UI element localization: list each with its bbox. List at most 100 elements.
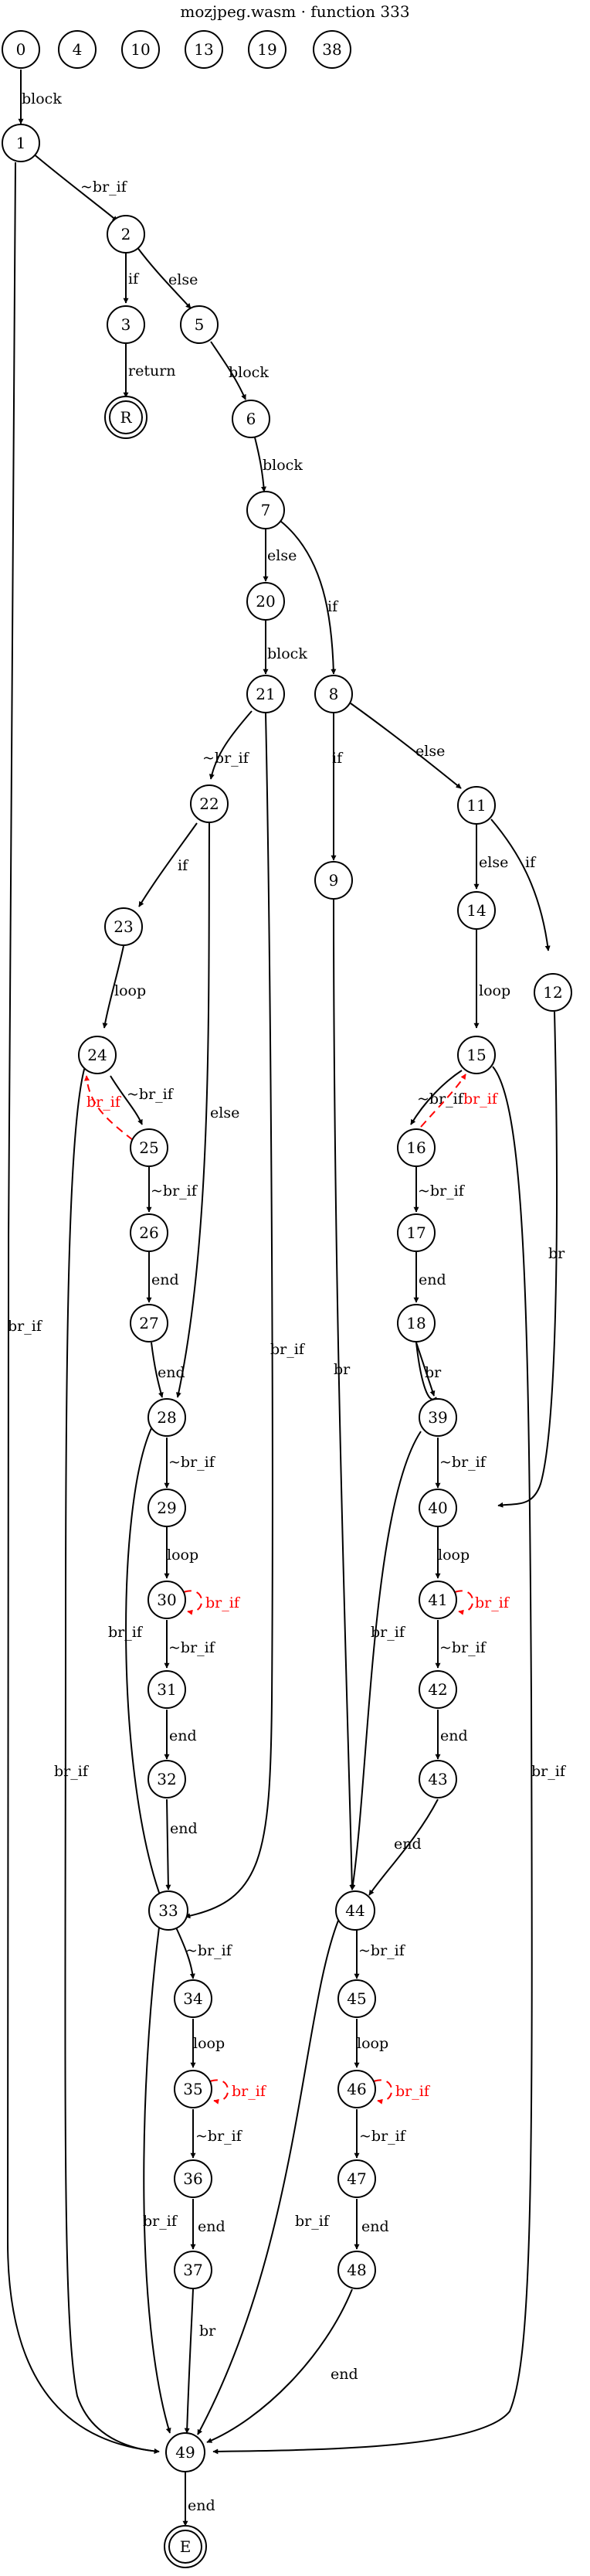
node-label-20: 20 [256, 592, 275, 611]
edge-label-8-9: if [332, 750, 344, 767]
edge-label-33-34: ~br_if [185, 1942, 233, 1959]
edge-9-44 [333, 899, 355, 1890]
node-label-34: 34 [183, 1989, 202, 2008]
node-label-24: 24 [87, 1046, 107, 1064]
node-label-0: 0 [16, 40, 26, 59]
node-48: 48 [337, 2251, 376, 2289]
edge-label-34-35: loop [193, 2035, 225, 2052]
node-label-32: 32 [157, 1770, 176, 1788]
edge-label-28-29: ~br_if [168, 1454, 216, 1471]
edge-label-16-17: ~br_if [418, 1183, 466, 1200]
node-37: 37 [174, 2251, 212, 2289]
node-label-6: 6 [246, 410, 256, 428]
edge-label-44-45: ~br_if [358, 1942, 406, 1959]
node-label-4: 4 [73, 40, 83, 59]
edge-label-7-8: if [327, 598, 339, 615]
edge-label-11-12: if [525, 854, 537, 871]
node-label-33: 33 [158, 1901, 178, 1920]
node-47: 47 [337, 2159, 376, 2198]
node-label-13: 13 [194, 40, 213, 59]
node-22: 22 [190, 784, 229, 823]
node-31: 31 [148, 1670, 186, 1709]
node-25: 25 [130, 1128, 168, 1167]
node-6: 6 [232, 400, 270, 438]
edge-label-49-E: end [188, 2497, 215, 2514]
node-label-46: 46 [347, 2080, 366, 2098]
node-label-1: 1 [16, 134, 26, 152]
edge-label-22-23: if [178, 857, 189, 874]
node-24: 24 [78, 1036, 117, 1074]
edge-label-30-30: br_if [205, 1594, 241, 1611]
edge-label-18-39: br [425, 1364, 442, 1381]
edge-label-47-48: end [361, 2218, 389, 2235]
edge-label-32-33: end [170, 1820, 198, 1837]
edge-label-2-5: else [168, 271, 198, 288]
edge-label-7-20: else [267, 547, 297, 564]
edges: block ~br_if br_if if else return block … [6, 70, 567, 2527]
node-label-42: 42 [428, 1680, 447, 1699]
edge-1-2 [32, 152, 118, 222]
node-14: 14 [457, 891, 496, 930]
edge-28-33 [125, 1428, 164, 1902]
node-label-9: 9 [329, 871, 339, 890]
node-34: 34 [174, 1979, 212, 2018]
node-35: 35 [174, 2070, 212, 2108]
edge-back-41-41 [454, 1590, 474, 1615]
node-label-27: 27 [139, 1314, 158, 1332]
edge-label-35-35: br_if [232, 2083, 267, 2100]
edge-label-46-47: ~br_if [359, 2128, 407, 2145]
node-label-7: 7 [261, 501, 271, 519]
node-30: 30 [148, 1581, 186, 1619]
edge-label-22-28: else [210, 1104, 239, 1121]
edge-label-41-41: br_if [475, 1594, 510, 1611]
edge-label-35-36: ~br_if [195, 2128, 243, 2145]
node-5: 5 [180, 305, 219, 344]
edge-label-0-1: block [22, 90, 62, 107]
node-label-45: 45 [347, 1989, 366, 2008]
node-label-28: 28 [157, 1408, 176, 1427]
node-45: 45 [337, 1979, 376, 2018]
edge-32-33 [165, 1798, 171, 1890]
edge-1-49 [6, 162, 160, 2454]
edge-label-36-37: end [198, 2218, 225, 2235]
node-label-36: 36 [183, 2169, 202, 2188]
node-49: 49 [165, 2432, 205, 2472]
node-label-26: 26 [139, 1223, 158, 1242]
edge-label-2-3: if [128, 271, 140, 288]
edge-back-25-24 [84, 1075, 134, 1141]
node-E: E [164, 2525, 207, 2568]
node-13: 13 [185, 30, 223, 69]
node-label-R: R [120, 408, 132, 427]
edge-21-33 [185, 713, 273, 1919]
edge-back-30-30 [183, 1590, 203, 1615]
node-23: 23 [104, 907, 143, 946]
node-43: 43 [419, 1760, 457, 1798]
edge-label-39-44: br_if [371, 1624, 406, 1641]
node-11: 11 [457, 786, 496, 825]
edge-11-12 [490, 818, 551, 951]
node-label-25: 25 [139, 1138, 158, 1157]
node-41: 41 [419, 1581, 457, 1619]
node-label-5: 5 [195, 315, 205, 334]
edge-24-25 [110, 1075, 143, 1125]
node-label-18: 18 [406, 1314, 426, 1332]
edge-label-15-49: br_if [531, 1763, 567, 1780]
edge-label-26-27: end [151, 1271, 179, 1288]
node-label-39: 39 [428, 1408, 447, 1427]
node-label-49: 49 [175, 2443, 195, 2462]
edge-label-45-46: loop [357, 2035, 388, 2052]
node-29: 29 [148, 1489, 186, 1527]
edge-back-35-35 [209, 2079, 229, 2105]
edge-39-44 [350, 1431, 422, 1890]
edge-label-20-21: block [267, 645, 307, 662]
edge-27-28 [151, 1342, 164, 1398]
node-label-31: 31 [157, 1680, 176, 1699]
node-40: 40 [419, 1489, 457, 1527]
node-27: 27 [130, 1304, 168, 1342]
node-2: 2 [107, 215, 145, 254]
node-46: 46 [337, 2070, 376, 2108]
edge-22-28 [175, 822, 210, 1398]
edge-label-25-26: ~br_if [151, 1183, 198, 1200]
node-1: 1 [2, 124, 40, 162]
